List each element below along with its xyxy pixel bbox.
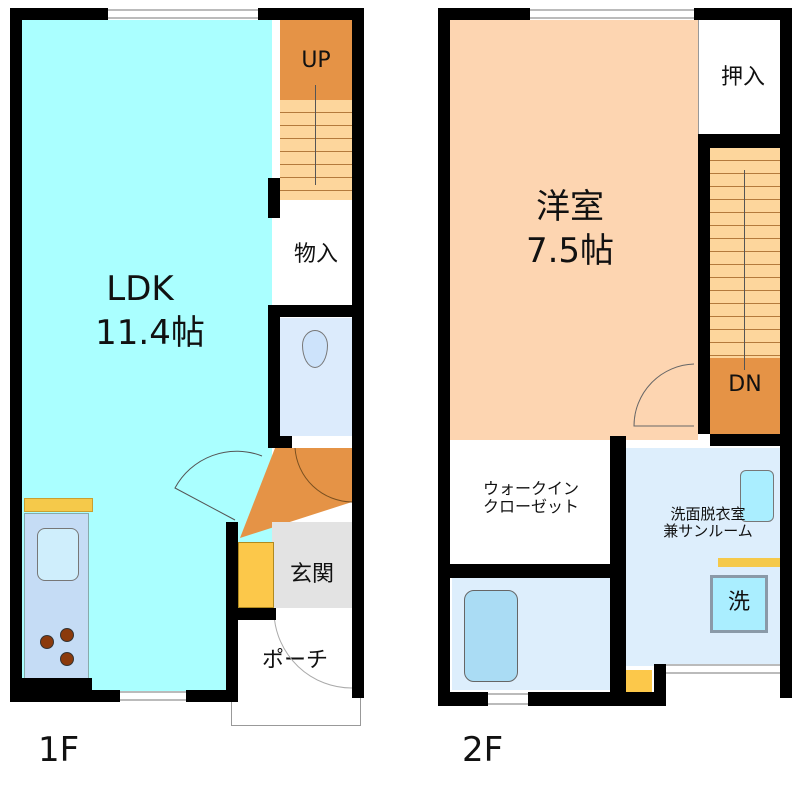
storage-room[interactable] [280, 205, 352, 305]
storage-label: 物入 [293, 242, 338, 267]
wall [10, 8, 22, 702]
water-heater [624, 670, 652, 694]
wall [698, 134, 710, 434]
washing-machine[interactable] [710, 575, 768, 633]
western-room[interactable] [450, 20, 698, 440]
wall [22, 678, 92, 692]
stairs-up-label: UP [301, 48, 331, 73]
wall [438, 8, 450, 706]
window [666, 664, 780, 674]
wall [780, 8, 792, 698]
wall [268, 436, 292, 448]
sink-icon [740, 470, 774, 522]
wall [186, 690, 238, 702]
stove-burner-icon [40, 635, 54, 649]
window [120, 691, 186, 701]
stairs-arrow-icon [744, 170, 745, 370]
walk-in-closet-label: ウォークイン クローゼット [482, 479, 579, 517]
wall [268, 305, 280, 445]
ldk-door-swing [174, 450, 263, 521]
wall [694, 8, 786, 20]
stairs-down-label: DN [728, 372, 762, 397]
window [108, 9, 258, 19]
floor-1f: LDK 11.4帖 UP 物入 玄関 ポーチ 1F [10, 8, 364, 770]
bathtub-icon [464, 590, 518, 682]
kitchen-counter-top [24, 498, 93, 512]
porch-step [231, 698, 361, 726]
toilet-icon [302, 330, 328, 368]
porch-area[interactable] [238, 620, 352, 698]
floor-label-2f: 2F [462, 730, 504, 770]
wall [710, 434, 790, 446]
stairs-arrow-icon [315, 85, 316, 185]
walk-in-closet[interactable] [452, 448, 610, 564]
kitchen-sink-icon [37, 528, 79, 581]
wall [226, 608, 276, 620]
floor-label-1f: 1F [38, 730, 80, 770]
window [530, 9, 694, 19]
wall [10, 690, 120, 702]
wall [438, 8, 530, 20]
wall [698, 134, 788, 148]
wall [10, 8, 108, 20]
washing-machine-label: 洗 [727, 590, 750, 615]
washroom-door-swing [633, 363, 695, 427]
wall [654, 664, 666, 706]
washroom-label: 洗面脱衣室 兼サンルーム [663, 505, 753, 541]
stairs-down-bottom [710, 358, 780, 434]
wall [268, 178, 280, 218]
western-room-size: 7.5帖 [525, 231, 615, 271]
wall [528, 692, 666, 706]
washroom-shelf [718, 558, 782, 567]
entrance-label: 玄関 [289, 562, 334, 587]
wall [352, 8, 364, 698]
stove-burner-icon [60, 652, 74, 666]
stairs-up-steps[interactable] [280, 100, 352, 200]
floor-2f: 洋室 7.5帖 押入 DN ウォークイン クローゼット 洗面脱衣室 兼サンルーム… [400, 0, 800, 800]
wall [258, 8, 364, 20]
stairs-up-top [280, 20, 352, 100]
ldk-size: 11.4帖 [95, 313, 205, 353]
entrance-room[interactable] [272, 522, 352, 608]
wall [438, 692, 488, 706]
stove-burner-icon [60, 628, 74, 642]
western-room-name: 洋室 [536, 187, 604, 227]
porch-label: ポーチ [261, 648, 328, 673]
window [488, 693, 528, 705]
ldk-name: LDK [106, 269, 174, 309]
stairs-down-steps[interactable] [710, 148, 780, 358]
wall [444, 564, 624, 578]
porch-door-swing [273, 613, 353, 689]
hallway [240, 447, 353, 538]
closet-label: 押入 [720, 65, 765, 90]
shoe-box [238, 542, 274, 608]
wall [268, 305, 364, 317]
closet-room[interactable] [698, 20, 780, 134]
